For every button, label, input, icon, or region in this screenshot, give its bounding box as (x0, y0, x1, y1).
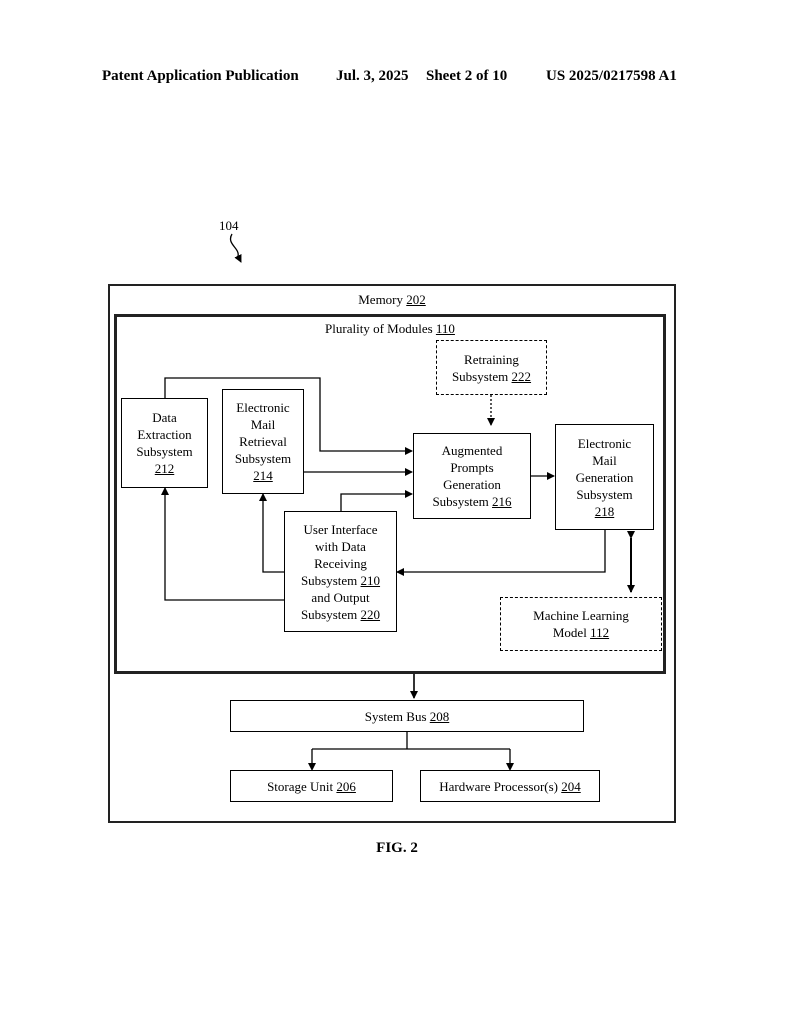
ui-label-1: User Interface with Data Receiving Subsy… (300, 521, 378, 588)
publication-number: US 2025/0217598 A1 (546, 68, 677, 84)
modules-ref: 110 (435, 321, 455, 336)
publication-date: Jul. 3, 2025 (336, 68, 409, 84)
email-retrieval-subsystem-box: Electronic Mail Retrieval Subsystem 214 (222, 389, 304, 494)
user-interface-subsystem-box: User Interface with Data Receiving Subsy… (284, 511, 397, 632)
data-extraction-ref: 212 (154, 461, 175, 476)
retraining-label: Retraining Subsystem (451, 351, 519, 384)
email-generation-subsystem-box: Electronic Mail Generation Subsystem 218 (555, 424, 654, 530)
reference-104: 104 (219, 218, 239, 233)
system-bus-ref: 208 (429, 708, 450, 724)
modules-box (114, 314, 666, 674)
augmented-label: Augmented Prompts Generation Subsystem (432, 443, 503, 509)
storage-ref: 206 (336, 778, 356, 794)
system-bus-box: System Bus 208 (230, 700, 584, 732)
retraining-ref: 222 (511, 368, 532, 384)
email-retrieval-ref: 214 (253, 468, 273, 483)
storage-unit-box: Storage Unit 206 (230, 770, 393, 802)
machine-learning-model-box: Machine Learning Model 112 (500, 597, 662, 651)
ui-label-2: and Output Subsystem (300, 589, 370, 622)
ml-model-ref: 112 (590, 625, 610, 640)
system-bus-label: System Bus (364, 708, 427, 724)
processor-ref: 204 (561, 778, 581, 794)
memory-label: Memory 202 (108, 292, 676, 308)
augmented-ref: 216 (492, 494, 512, 509)
email-retrieval-label: Electronic Mail Retrieval Subsystem (234, 400, 292, 466)
memory-ref: 202 (406, 292, 426, 307)
modules-text: Plurality of Modules (325, 321, 433, 336)
ui-ref-2: 220 (360, 606, 381, 622)
memory-box (108, 284, 676, 823)
figure-label: FIG. 2 (376, 840, 418, 856)
processor-label: Hardware Processor(s) (439, 778, 558, 794)
modules-label: Plurality of Modules 110 (114, 321, 666, 337)
data-extraction-label: Data Extraction Subsystem (136, 410, 193, 459)
ui-ref-1: 210 (360, 572, 381, 588)
email-generation-ref: 218 (594, 503, 615, 519)
email-generation-label: Electronic Mail Generation Subsystem (575, 435, 634, 502)
memory-text: Memory (358, 292, 404, 307)
hardware-processor-box: Hardware Processor(s) 204 (420, 770, 600, 802)
ml-model-label: Machine Learning Model (533, 608, 629, 640)
retraining-subsystem-box: Retraining Subsystem 222 (436, 340, 547, 395)
sheet-number: Sheet 2 of 10 (426, 68, 508, 84)
publication-title: Patent Application Publication (102, 68, 299, 84)
storage-label: Storage Unit (267, 778, 334, 794)
data-extraction-subsystem-box: Data Extraction Subsystem 212 (121, 398, 208, 488)
augmented-prompts-subsystem-box: Augmented Prompts Generation Subsystem 2… (413, 433, 531, 519)
